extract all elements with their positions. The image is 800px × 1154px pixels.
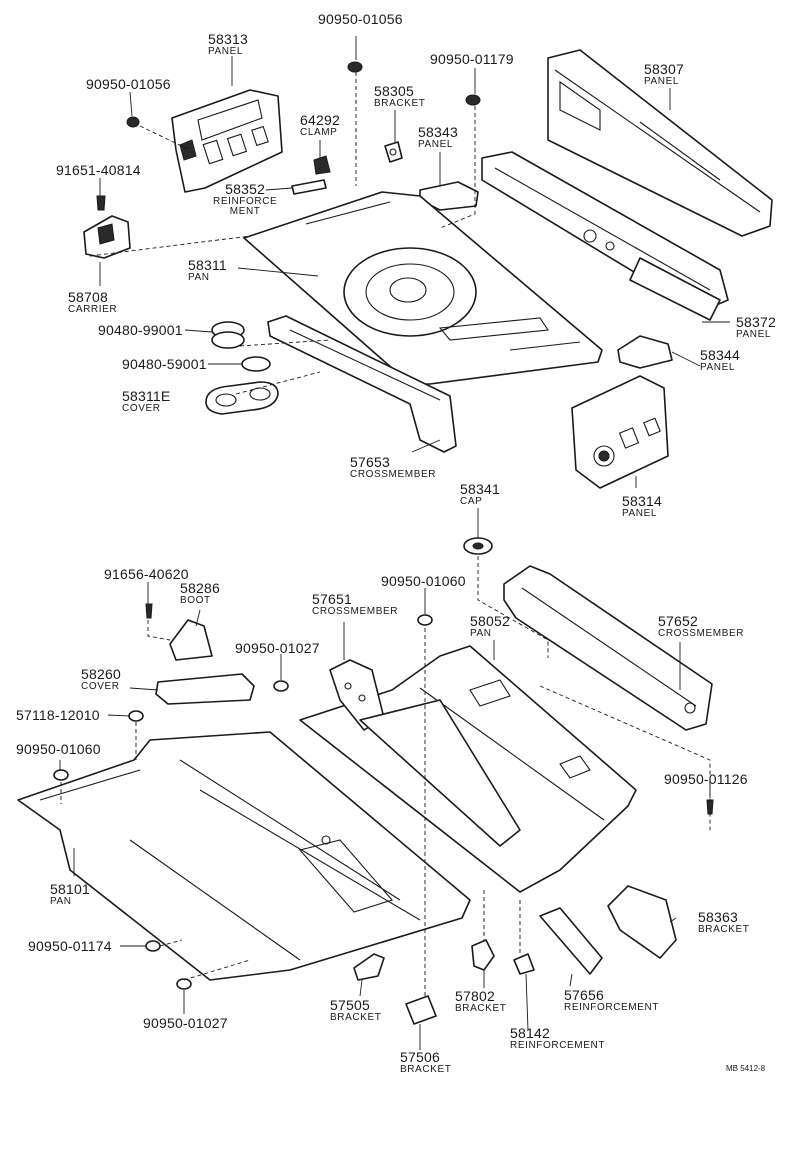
- label-57118-12010: 57118-12010: [16, 707, 100, 723]
- label-90950-01060-b: 90950-01060: [16, 741, 101, 757]
- plug-57118-12010: [128, 710, 144, 722]
- alignment-dashed-lines: [60, 72, 711, 996]
- panel-58307-drawing: [481, 49, 773, 313]
- label-90480-99001: 90480-99001: [98, 322, 183, 338]
- clamp-64292-drawing: [313, 155, 331, 175]
- pan-58311-drawing: [243, 191, 603, 385]
- crossmember-57653-drawing: [267, 315, 457, 453]
- bracket-57505-drawing: [353, 953, 385, 981]
- label-90950-01060-a: 90950-01060: [381, 573, 466, 589]
- label-90950-01027-b: 90950-01027: [143, 1015, 228, 1031]
- carrier-58708-drawing: [83, 215, 131, 259]
- bracket-57802-drawing: [471, 939, 495, 971]
- pan-58101-drawing: [17, 731, 471, 981]
- grommet-90480-99001: [211, 321, 245, 349]
- panel-58344-drawing: [617, 335, 673, 369]
- bracket-58363-drawing: [607, 885, 677, 959]
- grommet-90950-01174: [145, 940, 161, 952]
- leader-lines: [59, 36, 730, 1050]
- label-90950-01056-top: 90950-01056: [318, 11, 403, 27]
- grommet-90950-01060-a: [417, 614, 433, 626]
- reinforcement-58142-drawing: [513, 953, 535, 975]
- grommet-90950-01056-left: [126, 116, 140, 128]
- bracket-57506-drawing: [405, 995, 437, 1025]
- grommet-90950-01056-top: [347, 61, 363, 73]
- reinforcement-58352-drawing: [291, 179, 327, 195]
- bolt-91651-40814: [96, 195, 106, 211]
- grommet-90480-59001: [241, 356, 271, 372]
- bracket-58305-drawing: [384, 141, 403, 163]
- reinforcement-57656-drawing: [539, 907, 603, 975]
- cover-58260-drawing: [155, 673, 255, 705]
- bolt-91656-40620: [145, 603, 153, 619]
- panel-58372-drawing: [629, 257, 721, 321]
- diagram-code: MB 5412-8: [726, 1064, 766, 1073]
- panel-58314-drawing: [571, 375, 669, 489]
- grommet-90950-01179: [465, 94, 481, 106]
- label-90950-01126: 90950-01126: [664, 771, 748, 787]
- crossmember-57652-drawing: [503, 565, 713, 731]
- crossmember-57651-drawing: [329, 659, 521, 847]
- label-90950-01056-left: 90950-01056: [86, 76, 171, 92]
- label-90480-59001: 90480-59001: [122, 356, 207, 372]
- grommet-90950-01060-b: [53, 769, 69, 781]
- label-90950-01027-a: 90950-01027: [235, 640, 320, 656]
- cap-58341-drawing: [463, 537, 493, 555]
- boot-58286-drawing: [169, 619, 213, 661]
- label-90950-01179: 90950-01179: [430, 51, 514, 67]
- grommet-90950-01027-a: [273, 680, 289, 692]
- label-90950-01174: 90950-01174: [28, 938, 112, 954]
- panel-58313-drawing: [171, 89, 283, 193]
- label-91651-40814: 91651-40814: [56, 162, 141, 178]
- label-91656-40620: 91656-40620: [104, 566, 189, 582]
- cover-58311E-drawing: [205, 381, 279, 415]
- grommet-90950-01027-b: [176, 978, 192, 990]
